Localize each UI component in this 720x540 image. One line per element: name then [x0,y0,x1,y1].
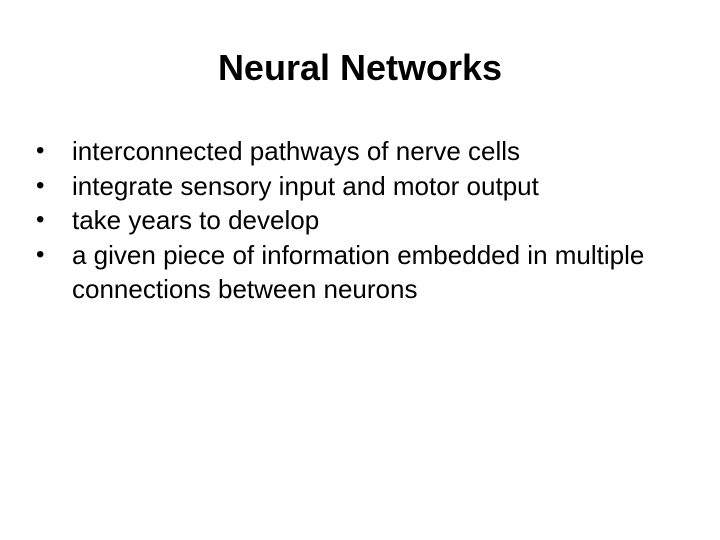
bullet-glyph: • [36,240,45,268]
bullet-glyph: • [36,137,45,164]
bullet-list: • interconnected pathways of nerve cells… [36,134,676,307]
bullet-item: • interconnected pathways of nerve cells [36,134,676,169]
bullet-item: • integrate sensory input and motor outp… [36,169,676,204]
bullet-text: integrate sensory input and motor output [72,170,539,201]
bullet-text: take years to develop [72,205,320,235]
slide-title: Neural Networks [217,47,503,88]
bullet-text: interconnected pathways of nerve cells [72,136,521,166]
bullet-item: • a given piece of information embedded … [36,238,676,307]
bullet-text: a given piece of information embedded in… [72,239,645,305]
bullet-glyph: • [36,206,45,233]
bullet-glyph: • [36,171,45,199]
bullet-item: • take years to develop [36,203,676,238]
